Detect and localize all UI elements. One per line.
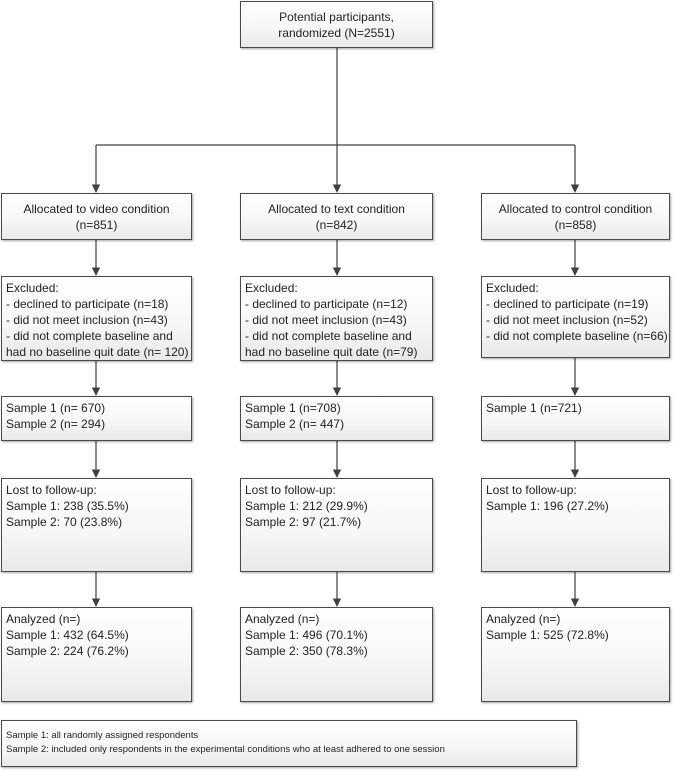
allocated-control-box: Allocated to control condition (n=858) [481,193,670,240]
legend-box: Sample 1: all randomly assigned responde… [1,720,577,767]
randomized-box: Potential participants, randomized (N=25… [240,1,433,48]
allocated-count: (n=851) [75,217,118,232]
randomized-line-2: randomized (N=2551) [278,25,395,40]
excluded-item: - declined to participate (n=19) [486,297,649,311]
analyzed-control-box: Analyzed (n=) Sample 1: 525 (72.8%) [481,607,670,702]
lost-heading: Lost to follow-up: [245,483,336,497]
randomized-line-1: Potential participants, [279,9,394,24]
excluded-item: - declined to participate (n=12) [245,297,408,311]
lost-heading: Lost to follow-up: [486,483,577,497]
analyzed-line: Sample 1: 432 (64.5%) [6,628,129,642]
excluded-control-box: Excluded: - declined to participate (n=1… [481,276,670,358]
allocated-count: (n=858) [554,217,597,232]
allocated-video-box: Allocated to video condition (n=851) [1,193,192,240]
sample-line: Sample 1 (n=721) [486,401,582,415]
lost-line: Sample 2: 70 (23.8%) [6,515,123,529]
lost-line: Sample 1: 212 (29.9%) [245,499,368,513]
excluded-item: - did not meet inclusion (n=43) [245,313,407,327]
excluded-heading: Excluded: [486,281,539,295]
lost-text-box: Lost to follow-up: Sample 1: 212 (29.9%)… [240,478,433,572]
excluded-item: - did not complete baseline (n=66) [486,329,668,343]
sample-line: Sample 2 (n= 447) [245,417,345,431]
excluded-text-box: Excluded: - declined to participate (n=1… [240,276,433,361]
analyzed-heading: Analyzed (n=) [6,612,81,626]
analyzed-line: Sample 1: 525 (72.8%) [486,628,609,642]
lost-video-box: Lost to follow-up: Sample 1: 238 (35.5%)… [1,478,192,572]
analyzed-heading: Analyzed (n=) [245,612,320,626]
excluded-heading: Excluded: [245,281,298,295]
excluded-item: - did not meet inclusion (n=52) [486,313,648,327]
legend-sample-1: Sample 1: all randomly assigned responde… [6,730,199,741]
excluded-item: - did not meet inclusion (n=43) [6,313,168,327]
allocated-label: Allocated to text condition [268,201,405,216]
excluded-heading: Excluded: [6,281,59,295]
legend-sample-2: Sample 2: included only respondents in t… [6,744,445,755]
excluded-item: had no baseline quit date (n=79) [245,345,418,359]
excluded-item: - did not complete baseline and [245,329,412,343]
analyzed-heading: Analyzed (n=) [486,612,561,626]
excluded-video-box: Excluded: - declined to participate (n=1… [1,276,192,361]
analyzed-line: Sample 1: 496 (70.1%) [245,628,368,642]
sample-line: Sample 1 (n=708) [245,401,341,415]
analyzed-text-box: Analyzed (n=) Sample 1: 496 (70.1%) Samp… [240,607,433,702]
allocated-label: Allocated to control condition [498,201,653,216]
sample-line: Sample 2 (n= 294) [6,417,106,431]
allocated-count: (n=842) [315,217,358,232]
lost-heading: Lost to follow-up: [6,483,97,497]
lost-control-box: Lost to follow-up: Sample 1: 196 (27.2%) [481,478,670,572]
lost-line: Sample 1: 238 (35.5%) [6,499,129,513]
allocated-label: Allocated to video condition [23,201,170,216]
analyzed-line: Sample 2: 224 (76.2%) [6,644,129,658]
lost-line: Sample 1: 196 (27.2%) [486,499,609,513]
analyzed-video-box: Analyzed (n=) Sample 1: 432 (64.5%) Samp… [1,607,192,702]
excluded-item: - did not complete baseline and [6,329,173,343]
allocated-text-box: Allocated to text condition (n=842) [240,193,433,240]
excluded-item: - declined to participate (n=18) [6,297,169,311]
sample-line: Sample 1 (n= 670) [6,401,106,415]
analyzed-line: Sample 2: 350 (78.3%) [245,644,368,658]
sample-video-box: Sample 1 (n= 670) Sample 2 (n= 294) [1,396,192,441]
lost-line: Sample 2: 97 (21.7%) [245,515,362,529]
excluded-item: had no baseline quit date (n= 120) [6,345,189,359]
sample-text-box: Sample 1 (n=708) Sample 2 (n= 447) [240,396,433,441]
sample-control-box: Sample 1 (n=721) [481,396,670,441]
